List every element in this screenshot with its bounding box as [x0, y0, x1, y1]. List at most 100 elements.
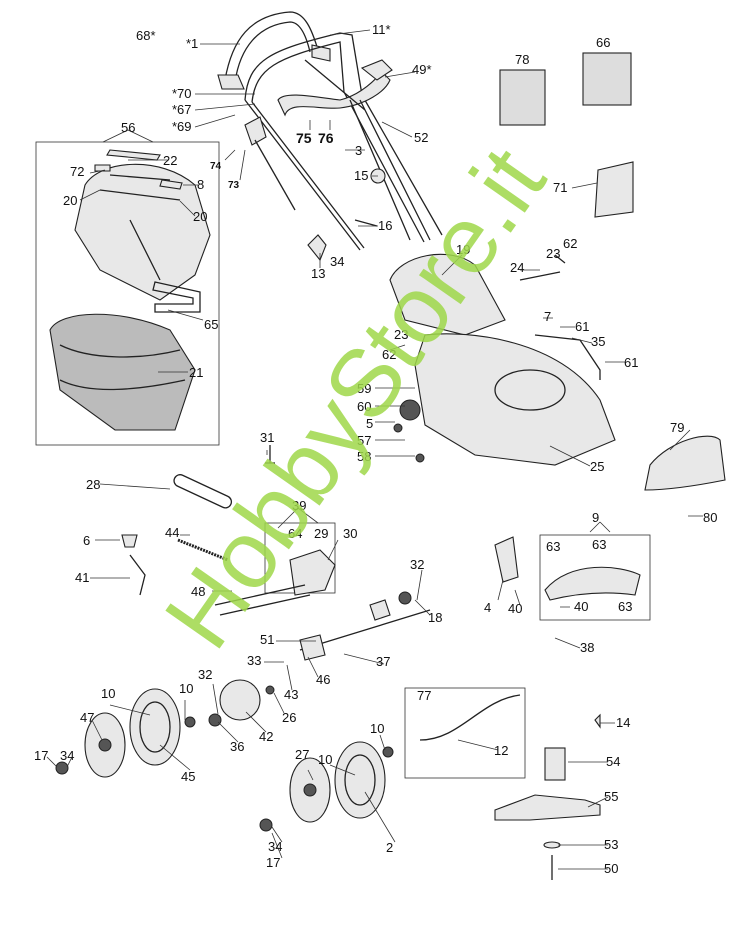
part-label: 7	[544, 309, 551, 324]
part-label: 16	[378, 218, 392, 233]
part-label: 68*	[136, 28, 156, 43]
part-label: 47	[80, 710, 94, 725]
part-label: 10	[101, 686, 115, 701]
part-label: 39	[292, 498, 306, 513]
part-label: 43	[284, 687, 298, 702]
label-sticker-78	[499, 69, 546, 126]
blade-lever-frame	[404, 687, 526, 779]
part-label: 71	[553, 180, 567, 195]
part-label: 44	[165, 525, 179, 540]
part-label: 49*	[412, 62, 432, 77]
part-label: 61	[575, 319, 589, 334]
part-label: 23	[394, 327, 408, 342]
part-label: 33	[247, 653, 261, 668]
part-label: 28	[86, 477, 100, 492]
part-label: 4	[484, 600, 491, 615]
part-label: 62	[563, 236, 577, 251]
part-label: 73	[228, 180, 240, 191]
catcher-bag	[49, 313, 196, 431]
part-label: 19	[456, 242, 470, 257]
part-label: 77	[417, 688, 431, 703]
part-label: 12	[494, 743, 508, 758]
part-label: 25	[590, 459, 604, 474]
part-label: 54	[606, 754, 620, 769]
part-label: 23	[546, 246, 560, 261]
part-label: 52	[414, 130, 428, 145]
part-label: 50	[604, 861, 618, 876]
label-sticker-66	[582, 52, 632, 106]
part-label: 24	[510, 260, 524, 275]
part-label: 15	[354, 168, 368, 183]
grass-catcher-frame	[35, 141, 220, 446]
part-label: *69	[172, 119, 192, 134]
part-label: 40	[574, 599, 588, 614]
part-label: 63	[592, 537, 606, 552]
part-label: 41	[75, 570, 89, 585]
part-label: 48	[191, 584, 205, 599]
mower-deck	[414, 333, 616, 466]
part-label: 53	[604, 837, 618, 852]
part-label: 5	[366, 416, 373, 431]
part-label: 3	[355, 143, 362, 158]
part-label: 61	[624, 355, 638, 370]
part-label: 64	[288, 526, 302, 541]
part-label: 38	[580, 640, 594, 655]
part-label: 30	[343, 526, 357, 541]
part-label: 10	[370, 721, 384, 736]
drive-gear	[208, 679, 275, 727]
part-label: 22	[163, 153, 177, 168]
cutting-blade	[494, 794, 601, 821]
part-label: 59	[357, 381, 371, 396]
part-label: 74	[210, 161, 222, 172]
motor-cover	[389, 253, 506, 336]
part-label: 32	[410, 557, 424, 572]
part-label: 6	[83, 533, 90, 548]
part-label: 10	[179, 681, 193, 696]
part-label: 62	[382, 347, 396, 362]
part-label: *70	[172, 86, 192, 101]
part-label: 8	[197, 177, 204, 192]
part-label: 63	[618, 599, 632, 614]
part-label: 65	[204, 317, 218, 332]
part-label: 20	[193, 209, 207, 224]
part-label: 72	[70, 164, 84, 179]
part-label: 14	[616, 715, 630, 730]
drive-belt	[173, 474, 233, 509]
part-label: 31	[260, 430, 274, 445]
part-label: 34	[268, 839, 282, 854]
part-label: 9	[592, 510, 599, 525]
part-label: 40	[508, 601, 522, 616]
part-label: 80	[703, 510, 717, 525]
part-label: 45	[181, 769, 195, 784]
part-label: 66	[596, 35, 610, 50]
part-label: *67	[172, 102, 192, 117]
part-label: 34	[330, 254, 344, 269]
part-label: 76	[318, 130, 334, 146]
part-label: 46	[316, 672, 330, 687]
part-label: 78	[515, 52, 529, 67]
part-label: 57	[357, 433, 371, 448]
front-wheel	[259, 741, 394, 832]
part-label: 37	[376, 654, 390, 669]
part-label: 11*	[372, 22, 391, 37]
catcher-bracket	[152, 281, 201, 313]
part-label: 56	[121, 120, 135, 135]
cable-clip	[244, 116, 386, 262]
part-label: 21	[189, 365, 203, 380]
part-label: 10	[318, 752, 332, 767]
part-label: 17	[266, 855, 280, 870]
part-label: 17	[34, 748, 48, 763]
rear-wheel-left	[55, 688, 196, 778]
catcher-top	[74, 149, 211, 301]
part-label: 27	[295, 747, 309, 762]
mulch-plug	[644, 435, 726, 491]
part-label: 55	[604, 789, 618, 804]
part-label: 58	[357, 449, 371, 464]
part-label: 79	[670, 420, 684, 435]
part-label: 35	[591, 334, 605, 349]
upper-handle	[217, 11, 443, 251]
part-label: 13	[311, 266, 325, 281]
part-label: 29	[314, 526, 328, 541]
